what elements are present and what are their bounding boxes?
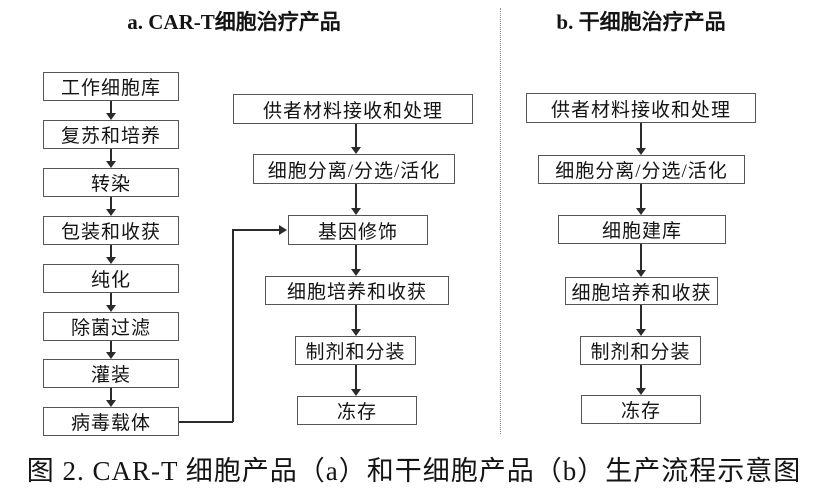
arrow-down-icon — [351, 124, 361, 154]
flow-box-transfection: 转染 — [43, 168, 179, 197]
flow-box-cell-separation-selection-activation-b: 细胞分离/分选/活化 — [538, 155, 745, 184]
flow-box-cell-culture-and-harvest-b: 细胞培养和收获 — [565, 277, 718, 305]
flow-box-formulation-and-filling-b: 制剂和分装 — [580, 336, 701, 365]
flow-box-formulation-and-filling: 制剂和分装 — [295, 336, 416, 365]
arrow-down-icon — [351, 365, 361, 396]
connector-viral-vector-to-gene-modification — [232, 229, 234, 422]
flow-box-cryopreservation-b: 冻存 — [581, 395, 701, 424]
arrow-down-icon — [636, 123, 646, 155]
arrow-down-icon — [106, 197, 116, 216]
connector-viral-vector-to-gene-modification — [232, 229, 280, 231]
arrow-down-icon — [636, 184, 646, 215]
section-b-title: b. 干细胞治疗产品 — [556, 10, 726, 34]
arrow-down-icon — [106, 341, 116, 359]
flow-box-filling: 灌装 — [43, 359, 179, 388]
arrow-down-icon — [636, 305, 646, 336]
section-a-title: a. CAR-T细胞治疗产品 — [127, 10, 341, 34]
arrow-down-icon — [636, 365, 646, 395]
flow-box-working-cell-bank: 工作细胞库 — [43, 72, 179, 101]
arrow-down-icon — [351, 245, 361, 276]
arrow-down-icon — [106, 388, 116, 407]
arrow-right-icon — [279, 224, 287, 235]
arrow-down-icon — [351, 305, 361, 336]
flow-box-cell-separation-selection-activation: 细胞分离/分选/活化 — [253, 154, 455, 184]
flow-box-sterile-filtration: 除菌过滤 — [43, 312, 179, 341]
arrow-down-icon — [106, 245, 116, 264]
flow-box-viral-vector: 病毒载体 — [43, 407, 179, 436]
flow-box-cell-banking: 细胞建库 — [558, 215, 726, 244]
flow-box-packaging-and-harvest: 包装和收获 — [43, 216, 179, 245]
flow-box-donor-material-receipt-b: 供者材料接收和处理 — [526, 93, 756, 123]
flow-box-cryopreservation: 冻存 — [297, 396, 417, 425]
arrow-down-icon — [106, 293, 116, 312]
arrow-down-icon — [636, 244, 646, 277]
flow-box-gene-modification: 基因修饰 — [288, 215, 428, 245]
arrow-down-icon — [106, 101, 116, 120]
arrow-down-icon — [106, 149, 116, 168]
arrow-down-icon — [351, 184, 361, 215]
figure-caption: 图 2. CAR-T 细胞产品（a）和干细胞产品（b）生产流程示意图 — [26, 456, 802, 486]
flow-box-thaw-and-culture: 复苏和培养 — [43, 120, 179, 149]
flow-box-cell-culture-and-harvest: 细胞培养和收获 — [265, 276, 449, 305]
flow-box-purification: 纯化 — [43, 264, 179, 293]
connector-viral-vector-to-gene-modification — [179, 421, 233, 423]
flow-box-donor-material-receipt: 供者材料接收和处理 — [233, 94, 473, 124]
section-divider — [500, 8, 501, 434]
